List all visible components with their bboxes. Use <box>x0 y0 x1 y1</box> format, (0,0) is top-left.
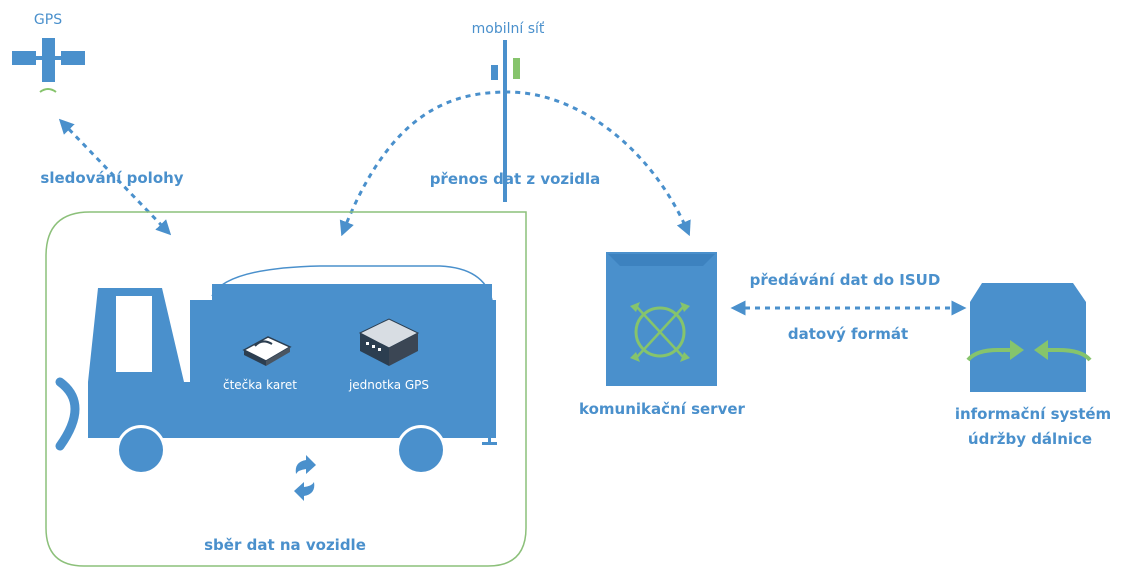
vehicle-data-collection-label: sběr dat na vozidle <box>204 536 366 554</box>
server-icon <box>606 252 717 386</box>
gps-unit-label: jednotka GPS <box>348 378 429 392</box>
sync-icon <box>294 455 316 501</box>
info-system-label-line2: údržby dálnice <box>968 430 1092 448</box>
isud-transfer-label: předávání dat do ISUD <box>750 271 941 289</box>
mobile-network-label: mobilní síť <box>472 21 545 37</box>
satellite-icon <box>12 38 85 93</box>
cell-tower-icon <box>491 40 520 202</box>
position-tracking-label: sledování polohy <box>40 169 183 187</box>
data-transfer-arc <box>339 90 691 237</box>
gps-unit-icon <box>358 318 420 366</box>
vehicle-frame <box>45 211 527 567</box>
communication-server-label: komunikační server <box>579 400 745 418</box>
data-format-label: datový formát <box>788 325 908 343</box>
card-reader-label: čtečka karet <box>223 378 297 392</box>
vehicle-data-transfer-label: přenos dat z vozidla <box>430 170 601 188</box>
truck-icon <box>55 265 497 475</box>
info-system-label-line1: informační systém <box>955 405 1111 423</box>
database-icon <box>966 283 1092 392</box>
card-reader-icon <box>242 336 292 366</box>
gps-label: GPS <box>34 12 62 28</box>
